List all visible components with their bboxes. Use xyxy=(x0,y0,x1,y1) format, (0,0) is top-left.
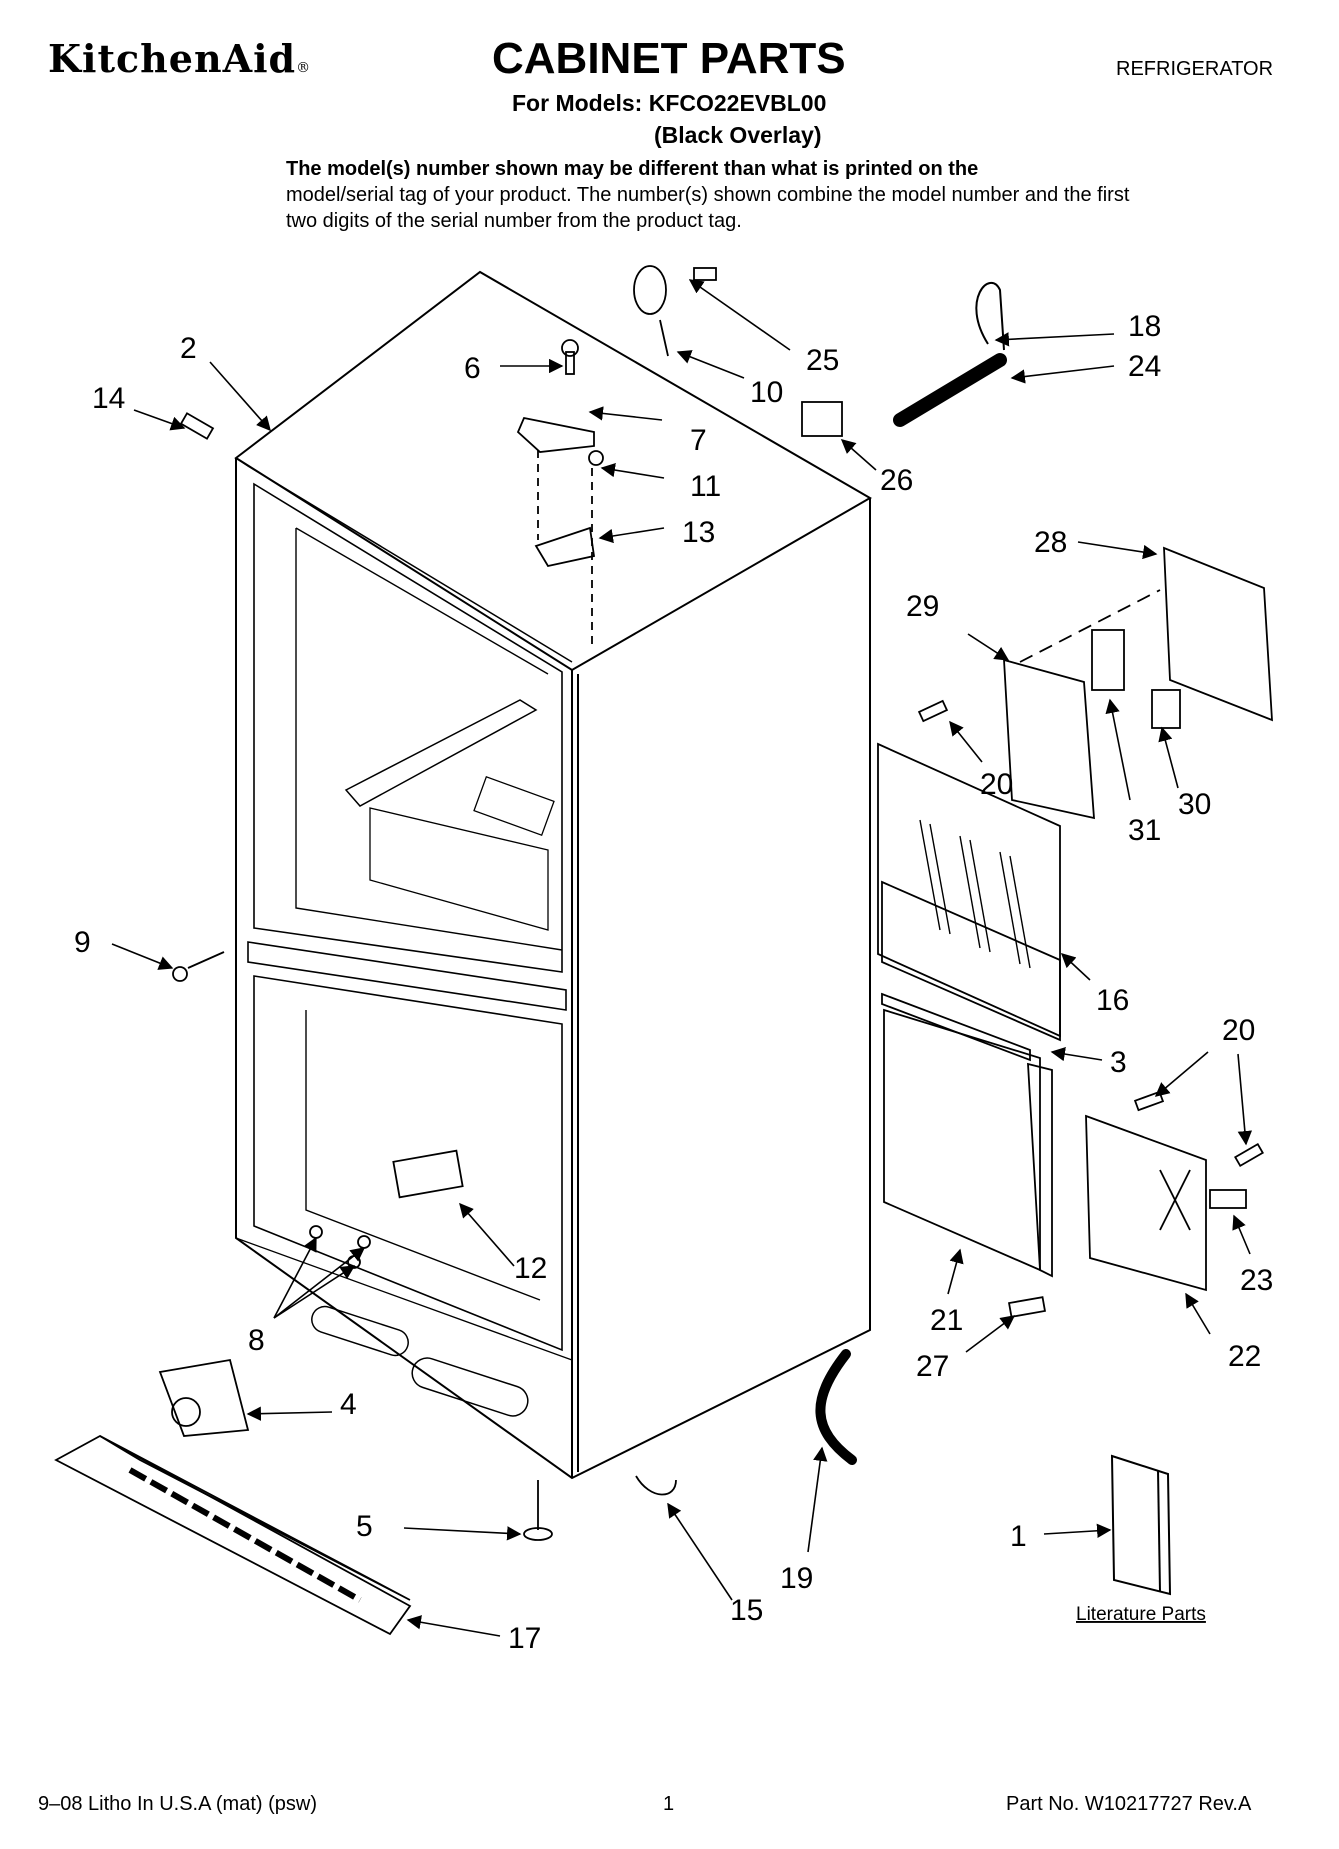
callout-7: 7 xyxy=(690,424,707,457)
callout-3: 3 xyxy=(1110,1046,1127,1079)
callout-28: 28 xyxy=(1034,526,1067,559)
callout-12: 12 xyxy=(514,1252,547,1285)
disclaimer-bold: The model(s) number shown may be differe… xyxy=(286,158,979,180)
brand-name: KitchenAid xyxy=(48,36,297,81)
brand-mark: ® xyxy=(296,60,312,76)
callout-labels: 2 14 6 7 11 13 25 10 18 24 26 28 29 20 3… xyxy=(74,310,1273,1655)
callout-30: 30 xyxy=(1178,788,1211,821)
base-grille xyxy=(54,1434,412,1636)
left-side-screw xyxy=(172,951,464,1269)
disclaimer-text: model/serial tag of your product. The nu… xyxy=(286,184,1130,232)
footer-part-number: Part No. W10217727 Rev.A xyxy=(1006,1793,1252,1815)
callout-29: 29 xyxy=(906,590,939,623)
control-housing xyxy=(1003,546,1273,820)
callout-15: 15 xyxy=(730,1594,763,1627)
literature-parts-label: Literature Parts xyxy=(1076,1604,1206,1625)
callout-14: 14 xyxy=(92,382,125,415)
callout-4: 4 xyxy=(340,1388,357,1421)
callout-2: 2 xyxy=(180,332,197,365)
callout-10: 10 xyxy=(750,376,783,409)
screw-and-cable-top xyxy=(633,265,1007,437)
rear-bracket xyxy=(1085,1114,1247,1292)
callout-18: 18 xyxy=(1128,310,1161,343)
callout-19: 19 xyxy=(780,1562,813,1595)
callout-9: 9 xyxy=(74,926,91,959)
disclaimer: The model(s) number shown may be differe… xyxy=(286,156,1146,234)
hoses-and-clamps xyxy=(635,1349,857,1496)
rear-panels xyxy=(877,742,1061,1278)
literature-book xyxy=(1110,1454,1172,1596)
callout-20-lower: 20 xyxy=(1222,1014,1255,1047)
callout-5: 5 xyxy=(356,1510,373,1543)
page-title: CABINET PARTS xyxy=(492,34,846,83)
footer-page-number: 1 xyxy=(663,1793,675,1815)
leader-arrows xyxy=(111,279,1253,1637)
hinge-top xyxy=(516,339,604,650)
caster-and-leg xyxy=(158,1358,553,1541)
callout-23: 23 xyxy=(1240,1264,1273,1297)
callout-20-upper: 20 xyxy=(980,768,1013,801)
callout-1: 1 xyxy=(1010,1520,1027,1553)
callout-26: 26 xyxy=(880,464,913,497)
kitchenaid-logo: KitchenAid® xyxy=(48,36,311,81)
callout-6: 6 xyxy=(464,352,481,385)
footer-print-info: 9–08 Litho In U.S.A (mat) (psw) xyxy=(38,1793,318,1815)
overlay-line: (Black Overlay) xyxy=(654,122,822,148)
callout-24: 24 xyxy=(1128,350,1161,383)
callout-13: 13 xyxy=(682,516,715,549)
product-type: REFRIGERATOR xyxy=(1116,58,1274,80)
callout-11: 11 xyxy=(690,470,721,503)
cabinet-body xyxy=(234,270,872,1480)
callout-16: 16 xyxy=(1096,984,1129,1017)
models-line: For Models: KFCO22EVBL00 xyxy=(512,90,827,116)
callout-31: 31 xyxy=(1128,814,1161,847)
callout-22: 22 xyxy=(1228,1340,1261,1373)
callout-27: 27 xyxy=(916,1350,949,1383)
callout-25: 25 xyxy=(806,344,839,377)
hardware-misc xyxy=(179,412,1264,1318)
callout-17: 17 xyxy=(508,1622,541,1655)
callout-8: 8 xyxy=(248,1324,265,1357)
callout-21: 21 xyxy=(930,1304,963,1337)
